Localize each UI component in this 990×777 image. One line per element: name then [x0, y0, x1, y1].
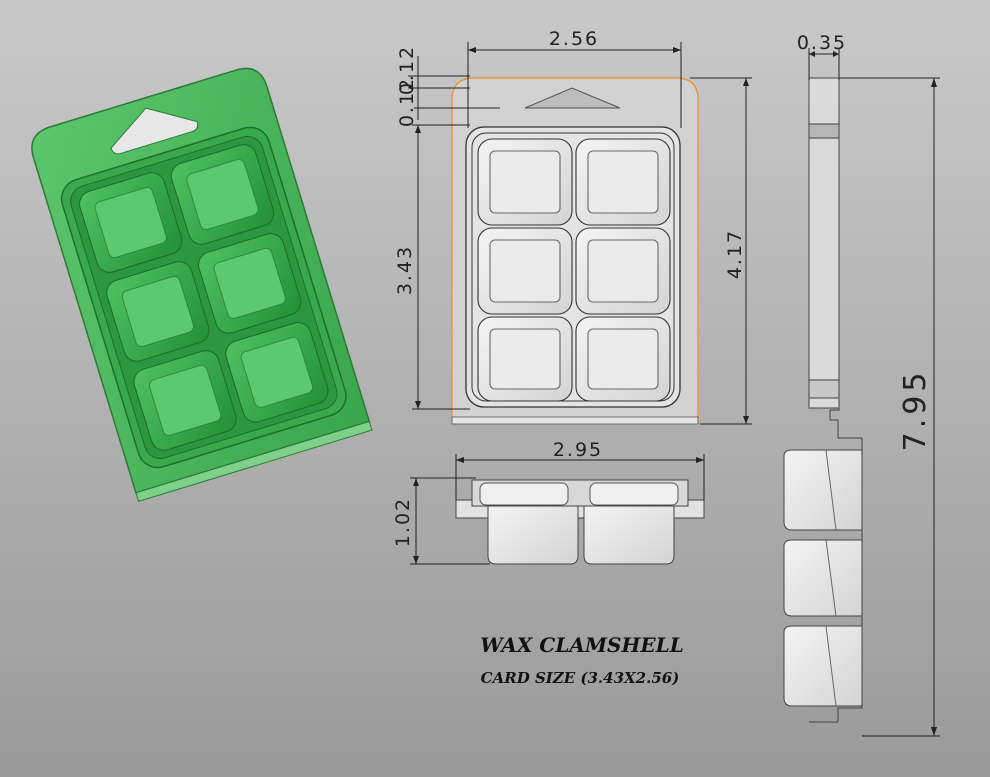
green-cube: [198, 233, 302, 334]
drawing-title: WAX CLAMSHELL: [480, 633, 684, 657]
dim-cavity-height: 3.43: [394, 245, 416, 295]
card-foot: [451, 416, 699, 425]
front-cavity: [477, 227, 573, 315]
side-cube-2: [783, 539, 863, 617]
dim-overall-height: 4.17: [724, 229, 746, 279]
clamshell-3d-view: [31, 67, 373, 503]
bottom-view: 2.95 1.02: [392, 439, 705, 565]
front-hang-hole: [524, 87, 621, 109]
dim-bottom-width: 2.95: [553, 439, 603, 461]
dim-flange-second: 0.12: [396, 77, 418, 127]
green-cube: [133, 350, 237, 451]
dim-total-height: 7.95: [898, 369, 933, 452]
side-cube-1: [783, 449, 863, 531]
front-cavity: [575, 316, 671, 402]
green-cube: [79, 172, 183, 273]
hang-hole: [110, 107, 199, 155]
drawing-subtitle: CARD SIZE (3.43X2.56): [481, 669, 680, 687]
front-view: 2.56 0.12 0.12 3.43 4.17: [394, 28, 752, 425]
side-view: 0.35 7.95: [783, 32, 940, 737]
green-cube: [170, 144, 275, 245]
front-cavity: [477, 138, 573, 226]
dim-depth: 0.35: [797, 32, 847, 54]
dim-flange-top: 0.12: [396, 45, 418, 95]
front-cavity: [575, 138, 671, 226]
bottom-tray-left: [487, 505, 579, 565]
front-cavity: [575, 227, 671, 315]
card-bottom-edge: [135, 420, 373, 503]
side-cube-3: [783, 625, 863, 707]
dim-top-width: 2.56: [549, 28, 599, 50]
dim-tray-depth: 1.02: [392, 497, 414, 547]
green-cube: [106, 261, 210, 362]
front-cavity: [477, 316, 573, 402]
bottom-tray-right: [583, 505, 675, 565]
green-cube: [225, 322, 329, 423]
